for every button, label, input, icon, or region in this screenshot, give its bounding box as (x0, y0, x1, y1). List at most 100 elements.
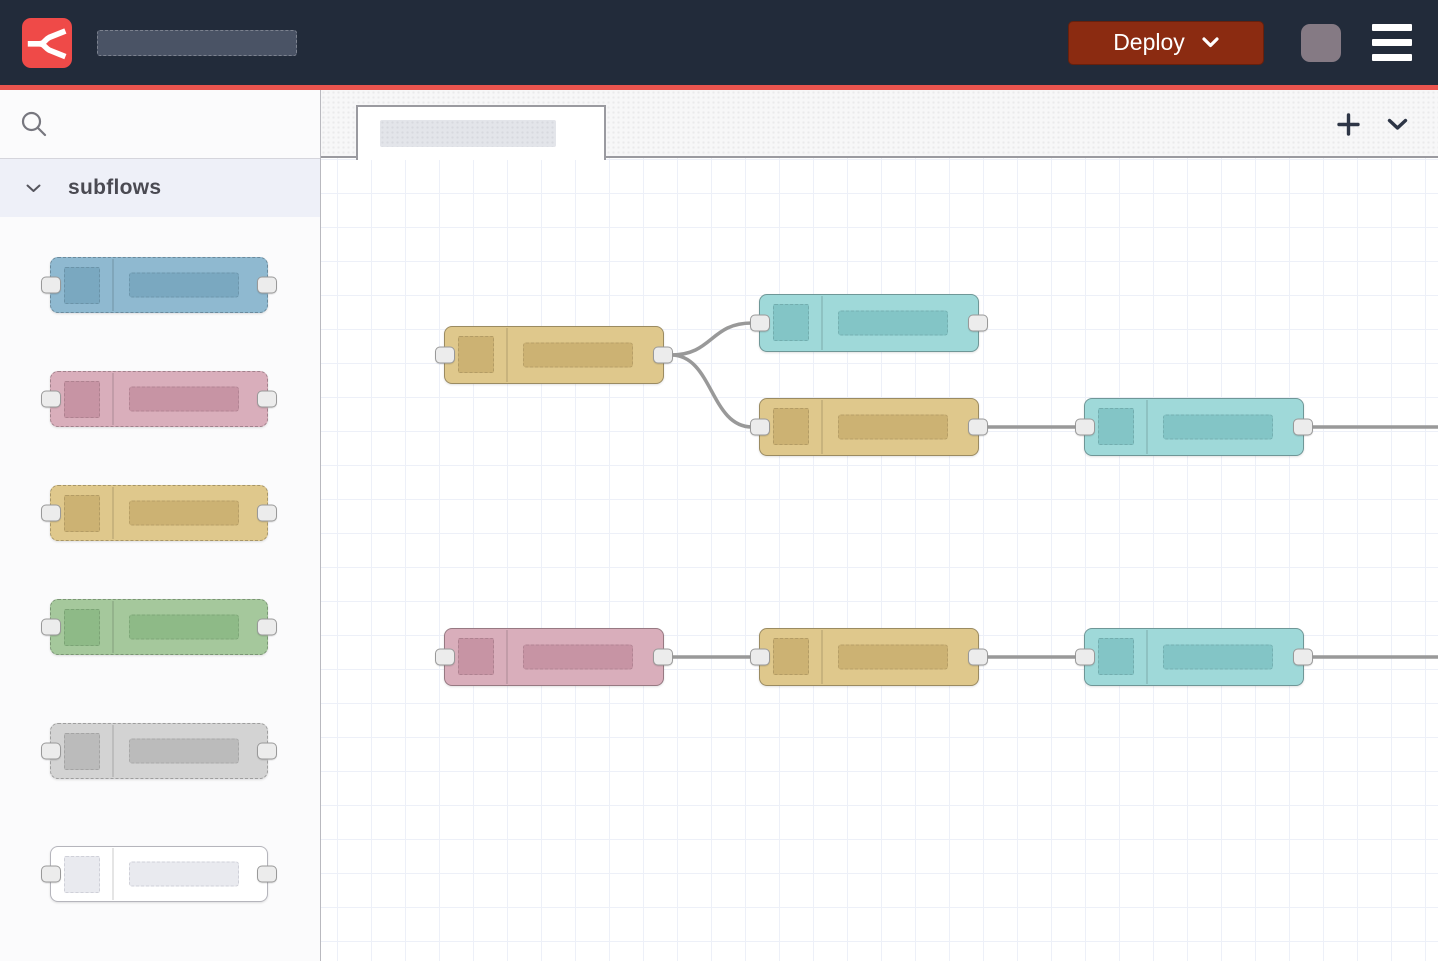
node-divider (112, 848, 114, 900)
flow-node-flow2-source[interactable] (435, 628, 673, 686)
node-divider (821, 296, 823, 350)
node-input-port[interactable] (1075, 418, 1095, 436)
deploy-dropdown-chevron-icon (1202, 37, 1219, 48)
palette-search[interactable] (0, 90, 320, 158)
deploy-button-label: Deploy (1113, 29, 1185, 55)
node-icon-placeholder (64, 609, 100, 646)
node-input-port[interactable] (750, 648, 770, 666)
node-divider (112, 259, 114, 311)
node-divider (821, 630, 823, 684)
node-label-placeholder (129, 272, 239, 298)
palette-node-green[interactable] (41, 599, 277, 655)
node-icon-placeholder (64, 381, 100, 418)
deploy-button[interactable]: Deploy (1068, 20, 1264, 65)
node-label-placeholder (1163, 644, 1273, 670)
palette-sidebar: subflows (0, 90, 321, 961)
chevron-down-icon (26, 184, 41, 192)
flow-canvas[interactable] (321, 90, 1438, 961)
node-input-port[interactable] (41, 742, 61, 760)
workspace-tab-actions (1337, 90, 1408, 158)
node-label-placeholder (838, 644, 948, 670)
node-output-port[interactable] (1293, 648, 1313, 666)
node-icon-placeholder (1098, 638, 1134, 675)
node-output-port[interactable] (257, 742, 277, 760)
flow-node-flow1-source[interactable] (435, 326, 673, 384)
node-input-port[interactable] (435, 346, 455, 364)
node-icon-placeholder (64, 495, 100, 532)
node-output-port[interactable] (653, 346, 673, 364)
flow-node-flow2-middle[interactable] (750, 628, 988, 686)
main-area: subflows (0, 90, 1438, 961)
node-divider (112, 487, 114, 539)
node-input-port[interactable] (41, 276, 61, 294)
palette-node-yellow[interactable] (41, 485, 277, 541)
wire-flow1-source-to-flow1-branch-bottom[interactable] (669, 353, 754, 429)
header-title-skeleton (97, 29, 297, 56)
node-label-placeholder (838, 414, 948, 440)
flow-node-flow1-end[interactable] (1075, 398, 1313, 456)
node-output-port[interactable] (257, 390, 277, 408)
node-divider (1146, 400, 1148, 454)
node-divider (506, 328, 508, 382)
app-logo (22, 17, 72, 68)
node-red-fork-icon (27, 27, 67, 59)
flow-node-flow2-end[interactable] (1075, 628, 1313, 686)
header-actions: Deploy (1068, 20, 1438, 65)
hamburger-bar (1372, 39, 1412, 46)
node-label-placeholder (523, 342, 633, 368)
flow-list-button[interactable] (1387, 118, 1408, 131)
node-output-port[interactable] (257, 276, 277, 294)
hamburger-bar (1372, 24, 1412, 31)
node-output-port[interactable] (257, 618, 277, 636)
node-icon-placeholder (773, 408, 809, 445)
node-label-placeholder (838, 310, 948, 336)
node-output-port[interactable] (968, 314, 988, 332)
node-output-port[interactable] (968, 418, 988, 436)
node-input-port[interactable] (1075, 648, 1095, 666)
node-label-placeholder (129, 500, 239, 526)
palette-category-label: subflows (68, 176, 162, 199)
node-output-port[interactable] (968, 648, 988, 666)
palette-node-white[interactable] (41, 846, 277, 902)
node-divider (112, 725, 114, 777)
plus-icon (1337, 112, 1360, 136)
palette-node-blue[interactable] (41, 257, 277, 313)
node-divider (112, 601, 114, 653)
flow-node-flow1-branch-top[interactable] (750, 294, 988, 352)
palette-node-pink[interactable] (41, 371, 277, 427)
wire-layer (669, 321, 1438, 659)
node-input-port[interactable] (435, 648, 455, 666)
palette-category-subflows[interactable]: subflows (0, 158, 320, 217)
node-output-port[interactable] (1293, 418, 1313, 436)
user-avatar[interactable] (1301, 23, 1341, 62)
node-icon-placeholder (458, 638, 494, 675)
flow-node-flow1-branch-bottom[interactable] (750, 398, 988, 456)
header-bar: Deploy (0, 0, 1438, 90)
node-output-port[interactable] (257, 504, 277, 522)
chevron-down-icon (1387, 118, 1408, 130)
node-label-placeholder (129, 861, 239, 887)
node-icon-placeholder (64, 856, 100, 893)
node-input-port[interactable] (41, 618, 61, 636)
node-input-port[interactable] (750, 418, 770, 436)
palette-node-gray[interactable] (41, 723, 277, 779)
node-input-port[interactable] (750, 314, 770, 332)
workspace-tab-bar (321, 90, 1438, 160)
add-flow-button[interactable] (1337, 112, 1360, 136)
node-label-placeholder (129, 386, 239, 412)
node-input-port[interactable] (41, 390, 61, 408)
node-icon-placeholder (458, 336, 494, 373)
node-icon-placeholder (773, 638, 809, 675)
wire-flow1-source-to-flow1-branch-top[interactable] (669, 321, 754, 357)
workspace-tab-active[interactable] (356, 105, 606, 160)
node-divider (821, 400, 823, 454)
node-divider (506, 630, 508, 684)
node-icon-placeholder (1098, 408, 1134, 445)
node-input-port[interactable] (41, 504, 61, 522)
node-input-port[interactable] (41, 865, 61, 883)
node-output-port[interactable] (653, 648, 673, 666)
main-menu-button[interactable] (1372, 24, 1412, 61)
node-output-port[interactable] (257, 865, 277, 883)
node-divider (1146, 630, 1148, 684)
node-label-placeholder (129, 738, 239, 764)
